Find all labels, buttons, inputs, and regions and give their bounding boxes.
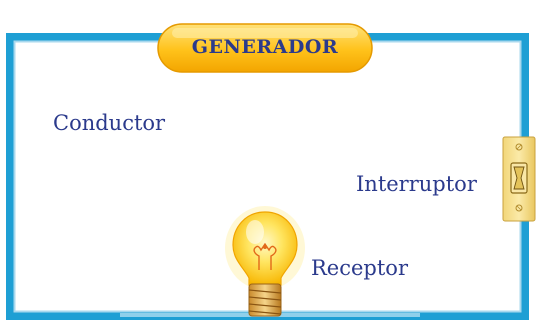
switch-label: Interruptor: [356, 172, 477, 196]
switch-icon: [502, 136, 536, 222]
generator-label: GENERADOR: [191, 36, 339, 58]
lightbulb-icon: [225, 206, 305, 317]
generator: [157, 23, 373, 73]
conductor-label: Conductor: [53, 111, 166, 135]
receptor-label: Receptor: [311, 256, 408, 280]
